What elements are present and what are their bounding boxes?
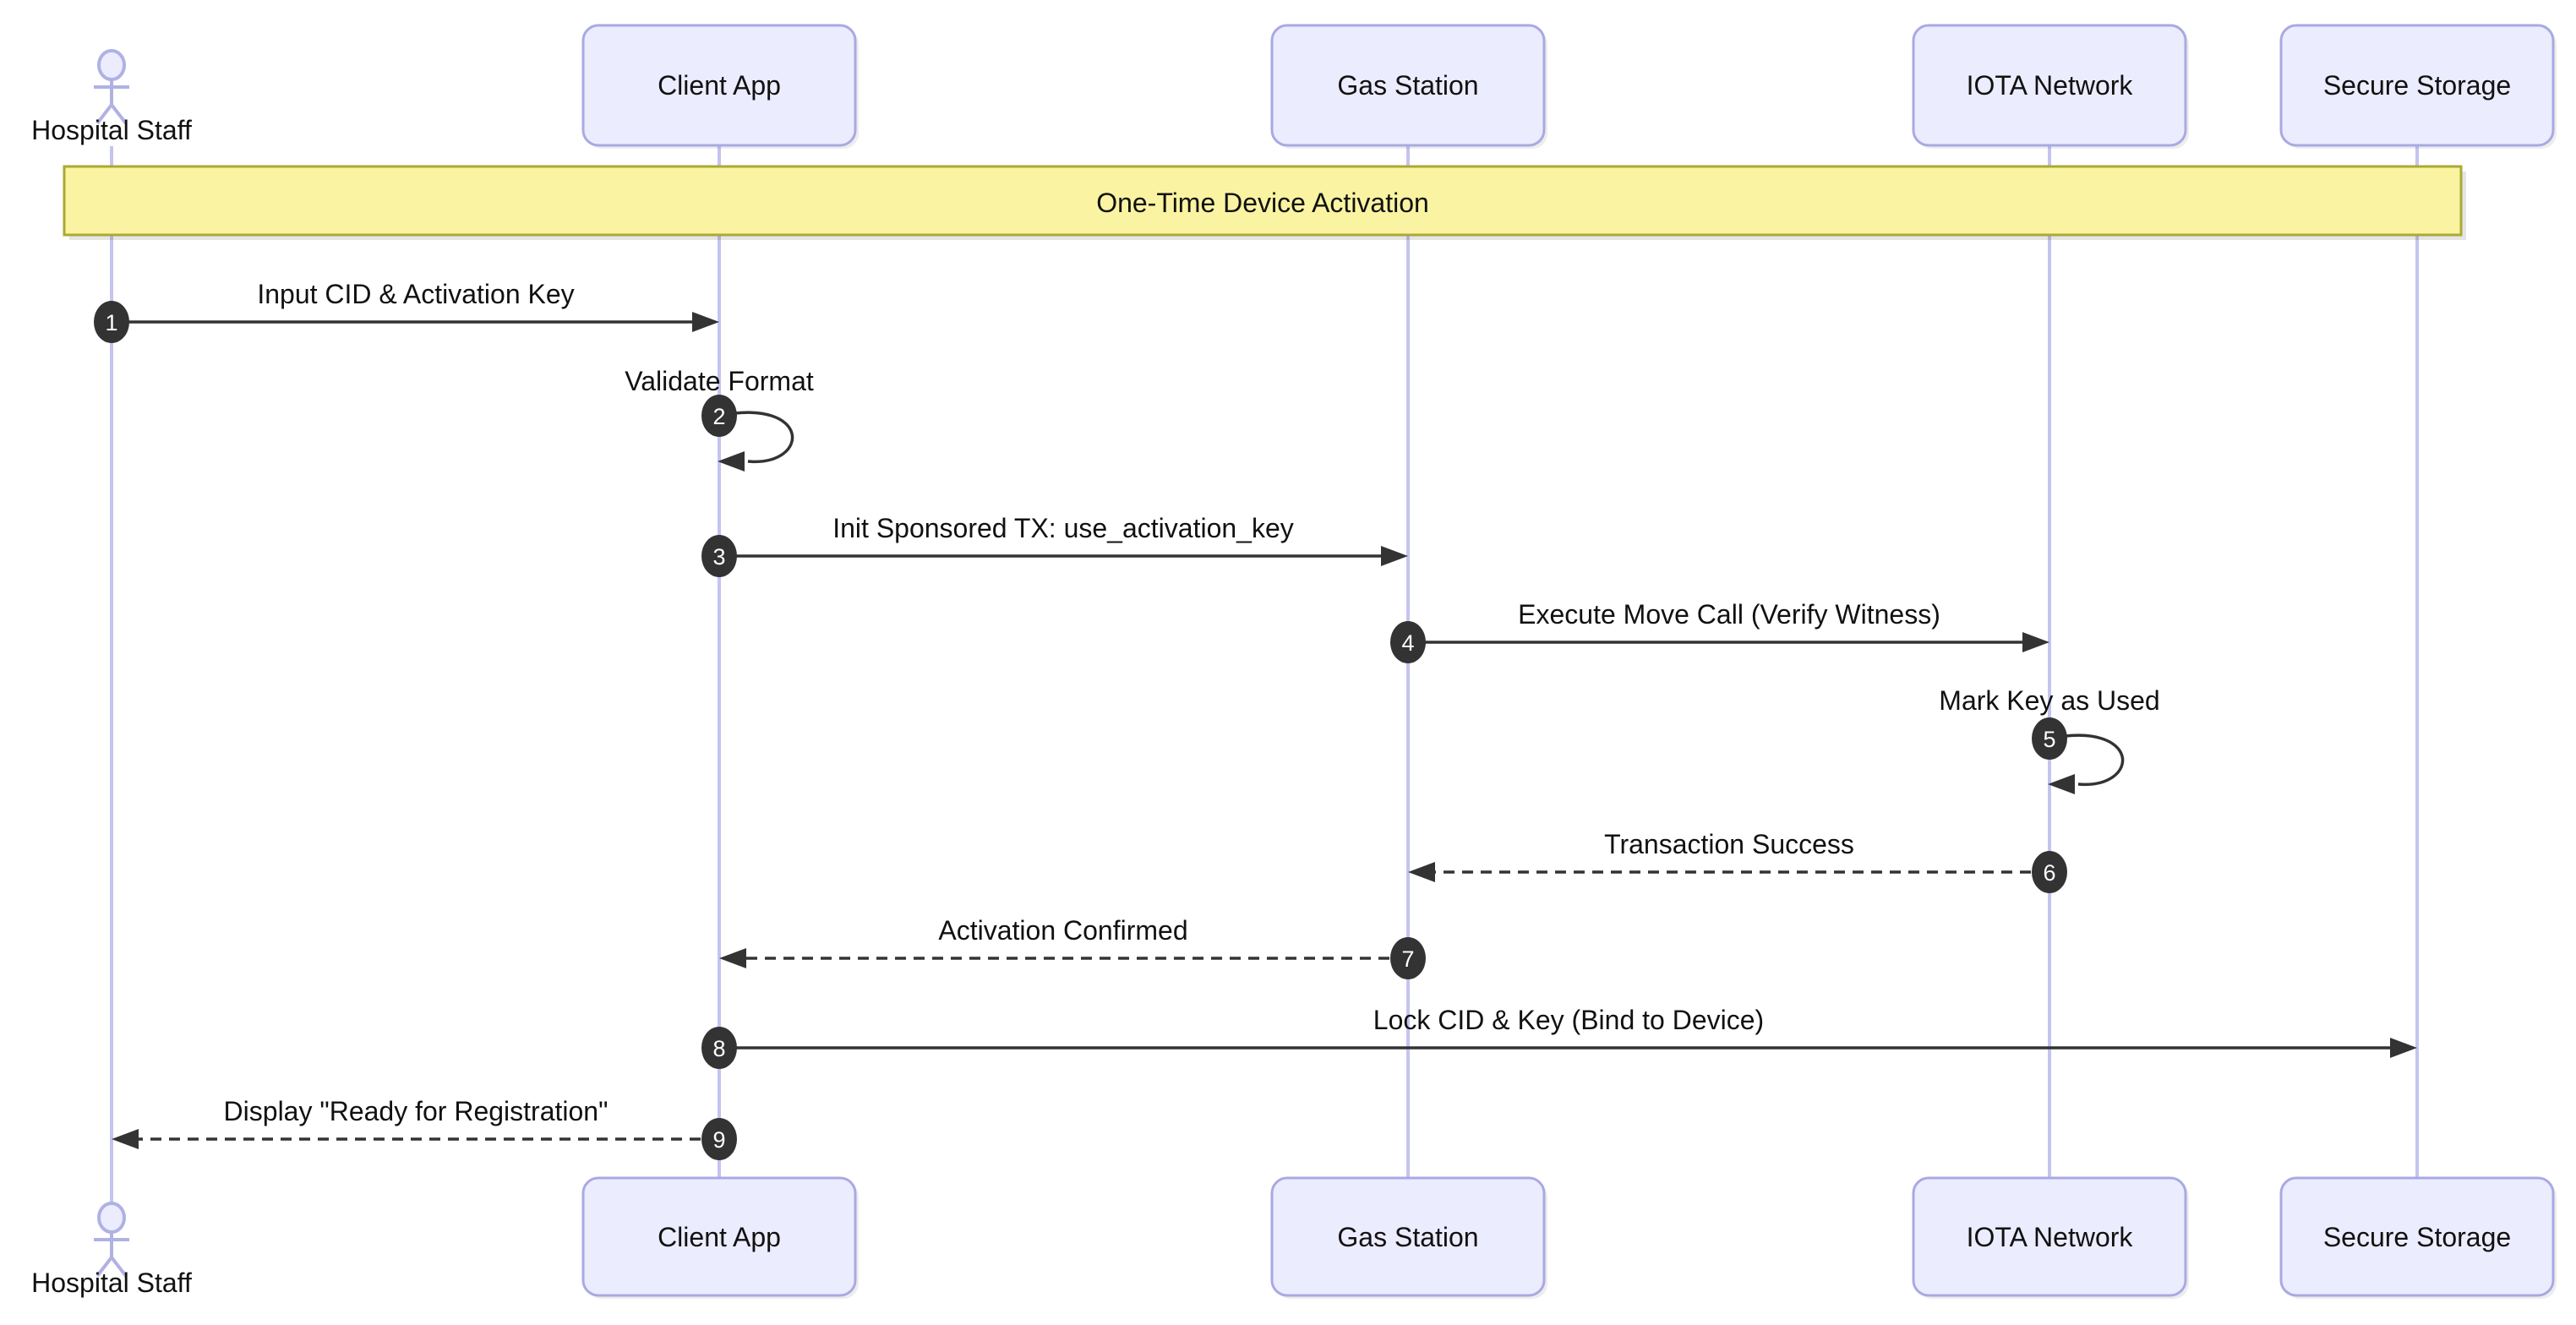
arrowhead-right-icon [2390,1038,2417,1058]
participant-label: Client App [658,1222,781,1252]
message-3-number: 3 [712,544,725,570]
actor-label: Hospital Staff [31,1268,192,1298]
message-4: Execute Move Call (Verify Witness) 4 [1390,599,2049,663]
actor-label: Hospital Staff [31,115,192,145]
message-1-number: 1 [105,310,117,335]
participant-box [1270,24,1546,147]
activation-band: One-Time Device Activation [63,165,2466,240]
message-7: Activation Confirmed 7 [719,915,1426,979]
message-9-number-badge [701,1118,737,1160]
participant-client-app-top: Client App [581,24,859,149]
message-9-label: Display "Ready for Registration" [224,1096,609,1126]
message-2: Validate Format 2 [625,366,814,472]
arrowhead-left-icon [718,451,745,472]
person-icon [94,49,129,125]
message-6-number: 6 [2043,860,2055,886]
arrowhead-left-icon [719,948,746,968]
participant-label: Secure Storage [2323,70,2511,101]
message-9-number: 9 [712,1127,725,1153]
participant-box [1270,1176,1546,1297]
participant-box [581,24,857,147]
message-2-loop [718,411,794,463]
participant-gas-station-bottom: Gas Station [1270,1176,1547,1299]
message-4-number: 4 [1401,630,1414,656]
participant-iota-network-top: IOTA Network [1912,24,2189,149]
message-7-number: 7 [1401,946,1414,972]
message-6: Transaction Success 6 [1408,829,2067,893]
participant-gas-station-top: Gas Station [1270,24,1547,149]
participant-label: Gas Station [1337,1222,1478,1252]
message-1-number-badge [94,301,129,343]
actor-hospital-staff-top: Hospital Staff [31,49,192,145]
participant-label: IOTA Network [1967,70,2134,101]
message-5-label: Mark Key as Used [1939,685,2159,716]
activation-band-title: One-Time Device Activation [1096,188,1429,218]
message-8-number: 8 [712,1036,725,1061]
participant-box [2279,1176,2555,1297]
message-1: Input CID & Activation Key 1 [94,279,719,343]
message-2-number-badge [701,395,737,437]
person-icon [94,1202,129,1278]
participant-client-app-bottom: Client App [581,1176,859,1299]
message-8: Lock CID & Key (Bind to Device) 8 [701,1005,2417,1069]
participant-box [581,1176,857,1297]
arrowhead-left-icon [2048,774,2075,794]
message-3-number-badge [701,535,737,577]
message-5-number: 5 [2043,727,2055,752]
message-8-number-badge [701,1027,737,1069]
message-4-label: Execute Move Call (Verify Witness) [1518,599,1940,630]
arrowhead-right-icon [1381,546,1408,566]
participant-box [1912,1176,2187,1297]
participant-label: Secure Storage [2323,1222,2511,1252]
participant-box [2279,24,2555,147]
message-2-label: Validate Format [625,366,814,396]
message-5-loop [2049,733,2125,786]
arrowhead-right-icon [2022,632,2049,652]
message-5-number-badge [2032,717,2067,760]
participant-label: IOTA Network [1967,1222,2134,1252]
participant-secure-storage-bottom: Secure Storage [2279,1176,2557,1299]
participant-label: Gas Station [1337,70,1478,101]
message-6-label: Transaction Success [1604,829,1854,859]
message-7-number-badge [1390,937,1426,979]
arrowhead-right-icon [692,312,719,332]
message-6-number-badge [2032,851,2067,893]
message-5: Mark Key as Used 5 [1939,685,2160,794]
message-4-number-badge [1390,621,1426,663]
actor-hospital-staff-bottom: Hospital Staff [31,1202,192,1298]
message-9: Display "Ready for Registration" 9 [112,1096,737,1160]
message-2-number: 2 [712,404,725,429]
message-3: Init Sponsored TX: use_activation_key 3 [701,513,1408,577]
arrowhead-left-icon [1408,862,1435,882]
participant-box [1912,24,2187,147]
message-8-label: Lock CID & Key (Bind to Device) [1373,1005,1764,1035]
message-3-label: Init Sponsored TX: use_activation_key [832,513,1294,543]
message-1-label: Input CID & Activation Key [257,279,574,309]
message-7-label: Activation Confirmed [938,915,1187,946]
participant-label: Client App [658,70,781,101]
participant-secure-storage-top: Secure Storage [2279,24,2557,149]
arrowhead-left-icon [112,1129,139,1149]
participant-iota-network-bottom: IOTA Network [1912,1176,2189,1299]
activation-band-rect [63,165,2463,237]
